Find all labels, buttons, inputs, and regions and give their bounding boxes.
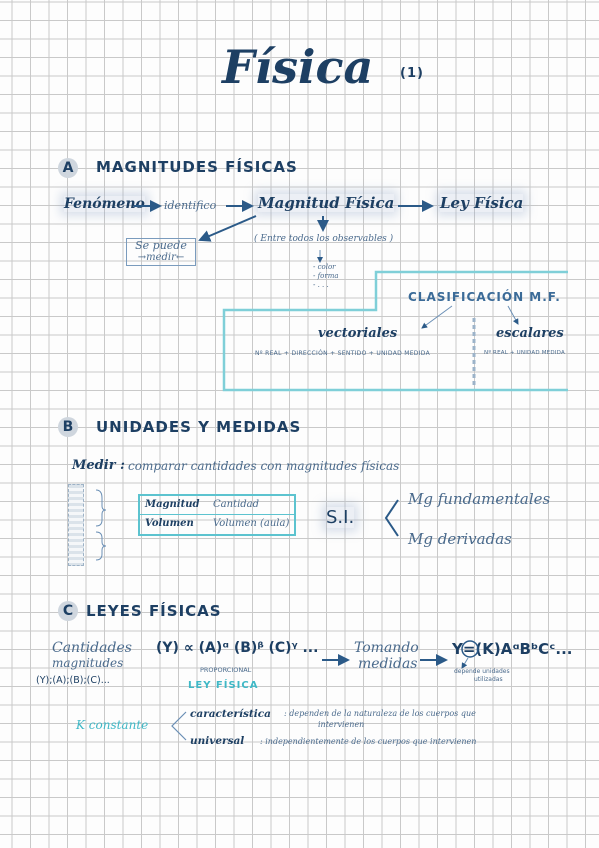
magnitudes-label: magnitudes — [52, 656, 124, 670]
magnitud-fisica-label: Magnitud Física — [258, 194, 395, 212]
arrow-icon — [461, 657, 469, 669]
vectoriales-label: vectoriales — [318, 326, 398, 341]
fundamentales-label: Mg fundamentales — [408, 490, 551, 508]
fenomeno-label: Fenómeno — [64, 196, 145, 212]
observables-list: - color - forma - . . . — [313, 263, 339, 290]
identifico-label: identifico — [164, 199, 217, 212]
table-cell: Volumen — [145, 518, 194, 529]
se-puede-label: Se puede — [135, 239, 187, 252]
section-b-badge: B — [58, 417, 78, 437]
table-cell: Volumen (aula) — [213, 518, 290, 529]
magnitud-cantidad-table: Magnitud Cantidad Volumen Volumen (aula) — [138, 494, 296, 536]
section-c-badge: C — [58, 601, 78, 621]
page-title: Física — [222, 40, 374, 94]
derivadas-label: Mg derivadas — [408, 530, 512, 548]
medir-definition: comparar cantidades con magnitudes físic… — [128, 459, 400, 473]
k-constante-label: K constante — [76, 718, 149, 732]
variables-list: (Y);(A);(B);(C)... — [36, 675, 110, 686]
ley-fisica-label: Ley Física — [440, 194, 524, 212]
table-row: Magnitud Cantidad — [140, 496, 294, 515]
clasificacion-label: CLASIFICACIÓN M.F. — [408, 290, 561, 304]
proportionality-formula: (Y) ∝ (A)ᵅ (B)ᵝ (C)ᵞ ... — [156, 640, 319, 656]
medidas-label: medidas — [358, 656, 418, 672]
escalares-label: escalares — [496, 326, 564, 341]
section-b-heading: UNIDADES Y MEDIDAS — [96, 418, 302, 436]
section-a-heading: MAGNITUDES FÍSICAS — [96, 158, 298, 176]
medir-heading: Medir : — [72, 458, 125, 473]
table-cell: Cantidad — [213, 499, 260, 510]
bracket-icon — [171, 711, 187, 741]
arrow-icon — [421, 305, 453, 329]
page-number: (1) — [400, 66, 424, 81]
medir-label: →medir← — [137, 252, 185, 263]
brace-icon — [95, 531, 107, 561]
bracket-icon — [384, 499, 399, 537]
caracteristica-label: característica — [190, 708, 271, 720]
vectoriales-definition: Nº REAL + DIRECCIÓN + SENTIDO + UNIDAD M… — [255, 350, 431, 357]
k-circle-icon — [461, 640, 479, 658]
measuring-ruler-sketch — [68, 484, 84, 566]
table-cell: Magnitud — [145, 499, 200, 510]
depende-label: depende unidades — [454, 668, 510, 675]
observable-item: - . . . — [313, 281, 329, 289]
se-puede-medir-box: Se puede →medir← — [126, 238, 196, 266]
table-row: Volumen Volumen (aula) — [140, 515, 294, 533]
universal-definition: : independientemente de los cuerpos que … — [260, 737, 477, 746]
escalares-definition: Nº REAL + UNIDAD MEDIDA — [484, 350, 565, 356]
classification-frame — [222, 270, 568, 392]
entre-todos-note: ( Entre todos los observables ) — [254, 234, 394, 244]
caracteristica-definition-2: intervienen — [318, 720, 365, 729]
proporcional-label: PROPORCIONAL — [200, 666, 252, 674]
cantidades-label: Cantidades — [52, 640, 132, 656]
caracteristica-definition: : dependen de la naturaleza de los cuerp… — [284, 709, 476, 718]
observable-item: - color — [313, 263, 336, 271]
law-formula: Y=(K)AᵅBᵇCᶜ... — [452, 640, 573, 658]
section-c-heading: LEYES FÍSICAS — [86, 602, 222, 620]
universal-label: universal — [190, 735, 245, 747]
utilizadas-label: utilizadas — [474, 676, 503, 683]
arrow-icon — [507, 305, 519, 325]
brace-icon — [95, 489, 107, 527]
tomando-label: Tomando — [354, 640, 419, 656]
ley-fisica-highlight: LEY FÍSICA — [188, 680, 259, 691]
arrow-icon — [198, 215, 257, 242]
section-a-badge: A — [58, 158, 78, 178]
observable-item: - forma — [313, 272, 339, 280]
si-label: S.I. — [326, 507, 355, 528]
